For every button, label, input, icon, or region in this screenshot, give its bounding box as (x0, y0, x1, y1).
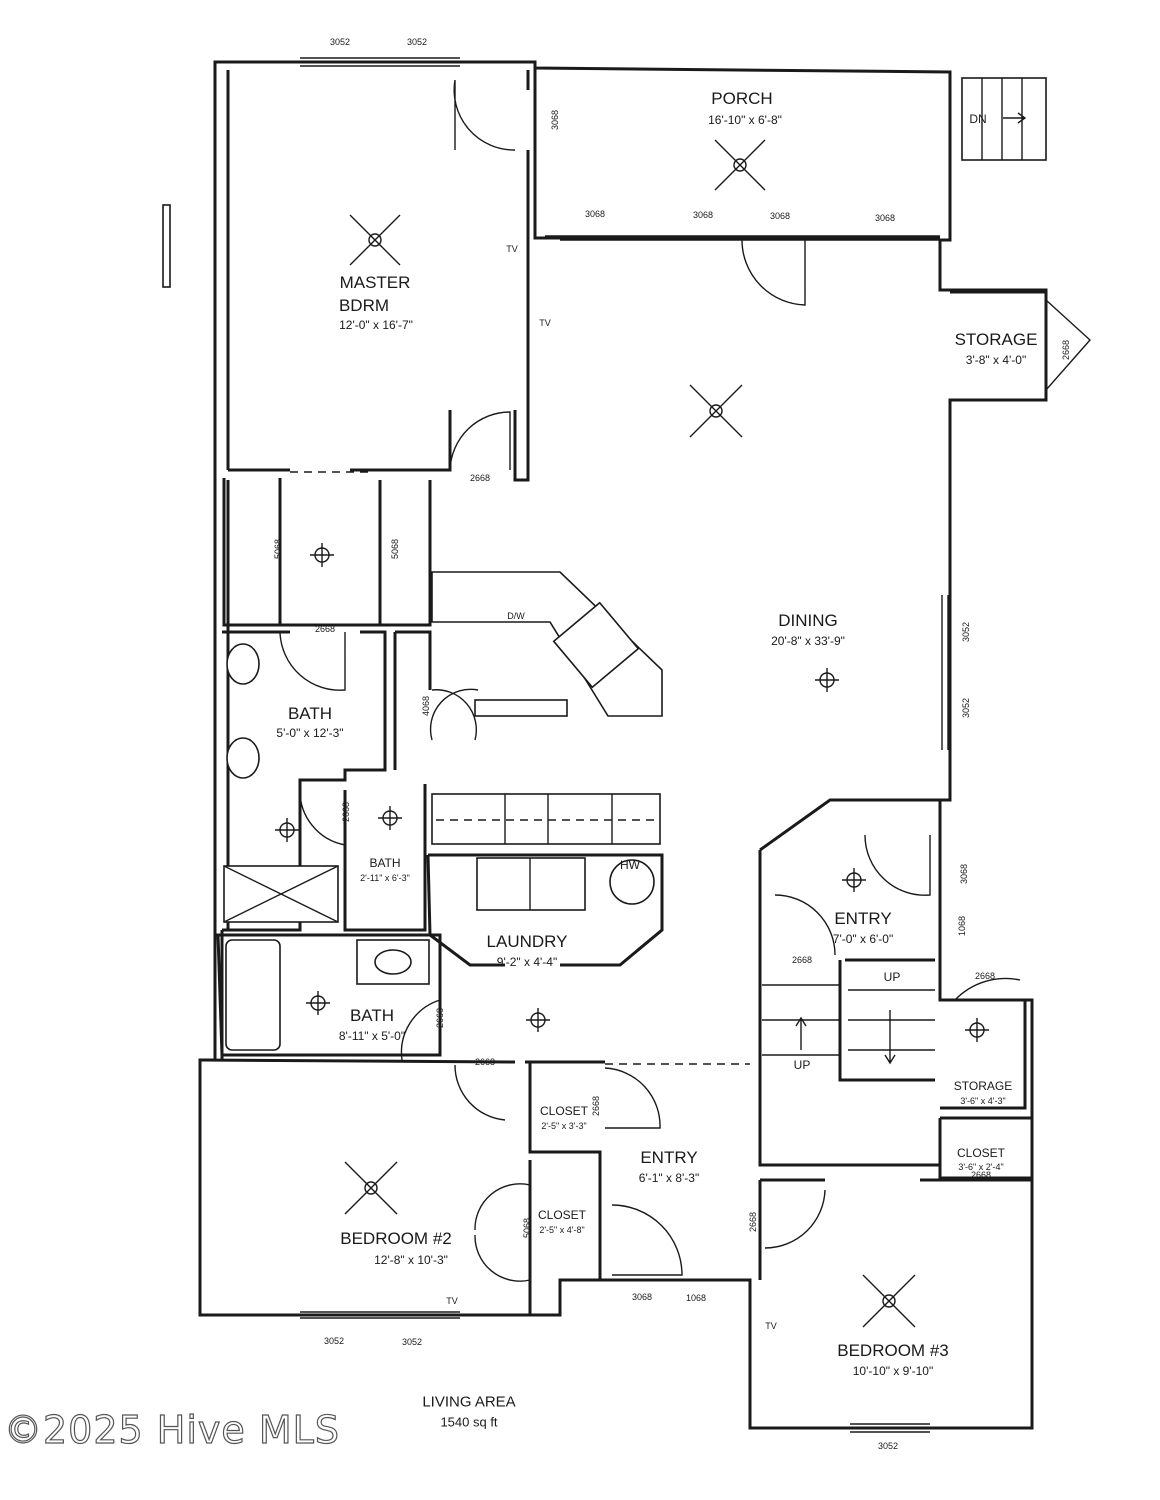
door-code: 3068 (874, 212, 896, 223)
bedroom2-label: BEDROOM #2 (340, 1229, 452, 1249)
closet-3-label: CLOSET (956, 1146, 1006, 1161)
door-code: 2668 (474, 1056, 496, 1067)
door-code: 3068 (631, 1291, 653, 1302)
door-code: 3068 (692, 209, 714, 220)
living-area-title: LIVING AREA (422, 1393, 516, 1411)
ceiling-fan-icon (344, 139, 916, 1328)
bath-hall-dims: 8'-11" x 5'-0" (338, 1029, 406, 1044)
window-code: 3052 (877, 1440, 899, 1451)
bath-master-dims: 5'-0" x 12'-3" (276, 726, 344, 741)
laundry-label: LAUNDRY (486, 932, 568, 952)
door-code: 5068 (389, 538, 400, 560)
door-code: 3068 (549, 109, 560, 131)
door-code: 2668 (340, 801, 351, 823)
door-code: 2668 (970, 1169, 992, 1180)
bath-hall-label: BATH (349, 1006, 395, 1026)
entry-center-dims: 6'-1" x 8'-3" (638, 1171, 700, 1186)
tv-mark: TV (539, 317, 551, 328)
dining-dims: 20'-8" x 33'-9" (771, 634, 845, 649)
closet-2-dims: 2'-5" x 4'-8" (539, 1224, 585, 1235)
window-code: 3052 (323, 1335, 345, 1346)
master-label-line2: BDRM (338, 296, 390, 316)
door-code: 2668 (747, 1211, 758, 1233)
door-code: 3068 (584, 208, 606, 219)
closet-3-dims: 3'-6" x 2'-4" (958, 1161, 1004, 1172)
light-fixture-icon (275, 543, 989, 1042)
water-heater-mark: HW (620, 858, 640, 873)
window-code: 3052 (329, 36, 351, 47)
window-code: 3052 (960, 697, 971, 719)
bath-master-label: BATH (287, 704, 333, 724)
door-code: 1068 (956, 915, 967, 937)
window-code: 3052 (406, 36, 428, 47)
laundry-dims: 9'-2" x 4'-4" (496, 955, 558, 970)
entry-center-label: ENTRY (640, 1148, 698, 1168)
tv-mark: TV (446, 1295, 458, 1306)
closet-1-dims: 2'-5" x 3'-3" (541, 1120, 587, 1131)
door-code: 4068 (420, 695, 431, 717)
door-code: 3068 (958, 863, 969, 885)
living-area-size: 1540 sq ft (440, 1414, 498, 1430)
storage-top-dims: 3'-8" x 4'-0" (965, 353, 1027, 368)
porch-dims: 16'-10" x 6'-8" (708, 113, 782, 128)
door-code: 1068 (685, 1292, 707, 1303)
door-code: 2668 (469, 472, 491, 483)
storage-bottom-dims: 3'-6" x 4'-3" (960, 1095, 1006, 1106)
bedroom3-label: BEDROOM #3 (837, 1341, 949, 1361)
entry-right-dims: 7'-0" x 6'-0" (832, 932, 894, 947)
door-code: 2668 (1060, 339, 1071, 361)
bath-small-dims: 2'-11" x 6'-3" (360, 872, 410, 883)
closet-2-label: CLOSET (537, 1208, 587, 1223)
door-code: 2668 (791, 954, 813, 965)
bedroom3-dims: 10'-10" x 9'-10" (852, 1364, 934, 1379)
tv-mark: TV (506, 243, 518, 254)
bathtub (225, 939, 281, 1051)
closet-1-label: CLOSET (539, 1104, 589, 1119)
dining-label: DINING (778, 611, 838, 631)
watermark: ©2025 Hive MLS (3, 1407, 340, 1452)
porch-stairs (961, 77, 1047, 161)
master-label-line1: MASTER (339, 273, 411, 293)
door-code: 3068 (769, 210, 791, 221)
tv-mark: TV (765, 1320, 777, 1331)
bedroom2-dims: 12'-8" x 10'-3" (374, 1253, 448, 1268)
porch-label: PORCH (711, 89, 773, 109)
door-code: 5068 (272, 538, 283, 560)
door-code: 5068 (521, 1217, 532, 1239)
entry-right-label: ENTRY (834, 909, 892, 929)
kitchen-lower-counter (431, 793, 661, 845)
stairs-up-mark: UP (793, 1058, 811, 1073)
storage-bottom-label: STORAGE (953, 1079, 1013, 1094)
window-code: 3052 (401, 1336, 423, 1347)
door-code: 2668 (590, 1095, 601, 1117)
bath-small-label: BATH (369, 856, 401, 871)
door-code: 2668 (974, 970, 996, 981)
master-dims: 12'-0" x 16'-7" (339, 318, 413, 333)
stairs-down-mark: DN (969, 112, 987, 127)
door-code: 2668 (434, 1007, 445, 1029)
window-code: 3052 (960, 621, 971, 643)
stairs-up-mark: UP (883, 970, 901, 985)
dishwasher-mark: D/W (507, 610, 525, 621)
storage-top-label: STORAGE (954, 330, 1038, 350)
door-code: 2668 (314, 623, 336, 634)
kitchen-counter (431, 571, 663, 717)
exterior-wall (198, 60, 1048, 1430)
